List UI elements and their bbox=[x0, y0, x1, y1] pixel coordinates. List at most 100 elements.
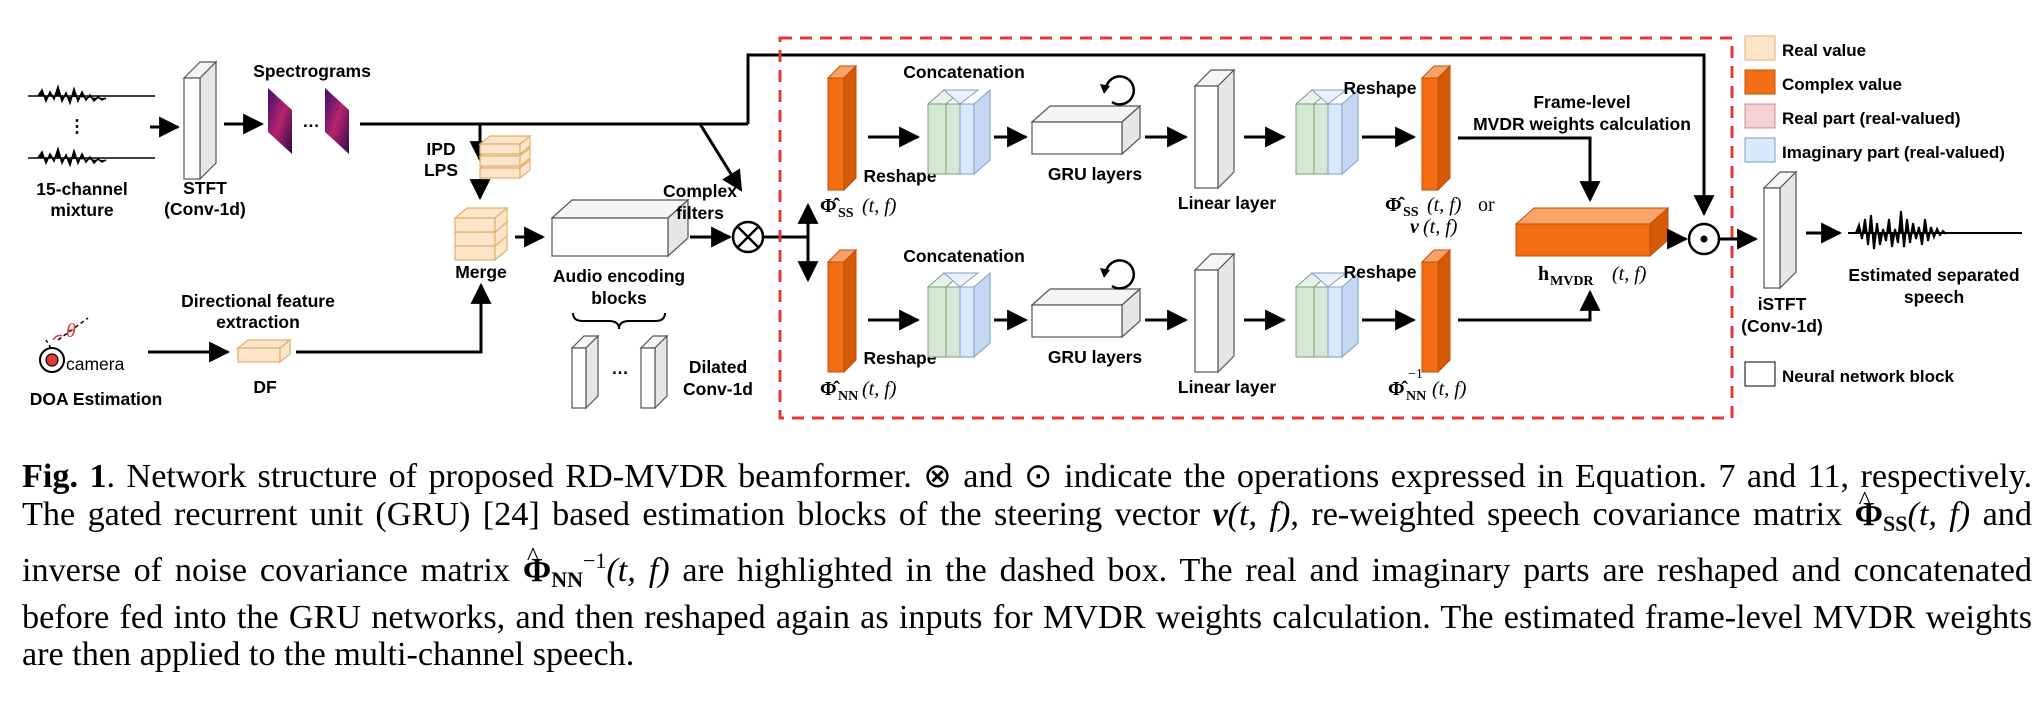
top-out-v: v bbox=[1410, 216, 1420, 238]
line-bypass-to-odot bbox=[746, 53, 1715, 217]
bottom-complex-input-block bbox=[826, 248, 858, 374]
legend-label-complex-value: Complex value bbox=[1782, 75, 1902, 94]
caption-part-4: are highlighted in the dashed box. The r… bbox=[22, 552, 2032, 673]
svg-text:Φ̂: Φ̂ bbox=[820, 378, 841, 400]
bottom-concat-block bbox=[926, 271, 991, 359]
arrow-df-merge bbox=[296, 282, 492, 354]
bottom-reshape-block bbox=[1294, 271, 1359, 359]
caption-ss-subscript: SS bbox=[1882, 510, 1908, 536]
reshape-bot-right: Reshape bbox=[1344, 262, 1417, 282]
istft-label-1: iSTFT bbox=[1758, 294, 1807, 314]
top-out-ss-subscript: SS bbox=[1403, 205, 1419, 220]
caption-part-1: . Network structure of proposed RD-MVDR … bbox=[22, 458, 2032, 533]
top-out-args: (t, f) bbox=[1427, 194, 1462, 216]
istft-block bbox=[1762, 170, 1798, 290]
lps-label: LPS bbox=[424, 160, 458, 180]
phi-ss-args: (t, f) bbox=[862, 195, 897, 217]
phi-nn-args: (t, f) bbox=[862, 378, 897, 400]
caption-part-3: and inverse of noise covariance matrix bbox=[22, 495, 2032, 590]
linear-block-top bbox=[1193, 68, 1236, 190]
mixture-waveform-bottom bbox=[28, 146, 155, 168]
dilated-conv-block-1 bbox=[570, 334, 600, 410]
phi-nn-label: Φ̂ NN (t, f) bbox=[820, 378, 897, 404]
arrow-top-to-h bbox=[1458, 136, 1601, 203]
h-mvdr-args: (t, f) bbox=[1612, 263, 1647, 285]
otimes-operator bbox=[731, 220, 765, 254]
ipd-lps-feature-block bbox=[478, 134, 532, 180]
audio-encoding-label-1: Audio encoding bbox=[553, 266, 685, 286]
gru-block-top bbox=[1030, 104, 1142, 156]
df-feature-block bbox=[236, 338, 292, 364]
doa-label: DOA Estimation bbox=[30, 389, 163, 409]
stft-label-line1: STFT bbox=[183, 178, 227, 198]
spectrogram-2 bbox=[325, 88, 349, 154]
phi-nn-subscript: NN bbox=[838, 389, 858, 404]
istft-label-2: (Conv-1d) bbox=[1741, 316, 1823, 336]
directional-feature-label-2: extraction bbox=[216, 312, 300, 332]
svg-text:Φ̂: Φ̂ bbox=[820, 195, 841, 217]
legend-swatch-nn-block bbox=[1744, 361, 1776, 387]
legend-swatch-real-part bbox=[1744, 103, 1776, 129]
caption-v: v bbox=[1212, 495, 1228, 533]
linear-label-top: Linear layer bbox=[1178, 193, 1276, 213]
h-symbol: h bbox=[1538, 263, 1549, 285]
dilated-conv-block-2 bbox=[639, 334, 669, 410]
gru-recurrent-loop-top bbox=[1104, 75, 1136, 106]
camera-label: camera bbox=[66, 354, 125, 374]
df-label: DF bbox=[253, 377, 277, 397]
reshape-bot-left: Reshape bbox=[864, 348, 937, 368]
complex-filters-label-1: Complex bbox=[663, 181, 737, 201]
phi-ss-label: Φ̂ SS (t, f) bbox=[820, 195, 897, 221]
bottom-output-math: Φ̂ NN −1 (t, f) bbox=[1388, 367, 1467, 404]
audio-encoding-block bbox=[550, 198, 690, 258]
ipd-label: IPD bbox=[426, 139, 455, 159]
linear-block-bot bbox=[1193, 252, 1236, 374]
estimated-label-1: Estimated separated bbox=[1848, 265, 2019, 285]
output-waveform bbox=[1848, 210, 2022, 250]
caption-phi-nn-args: (t, f) bbox=[606, 552, 670, 589]
legend-label-imaginary-part: Imaginary part (real-valued) bbox=[1782, 143, 2005, 162]
theta-symbol: θ bbox=[66, 320, 76, 342]
spectrograms-label: Spectrograms bbox=[253, 61, 371, 81]
spectrogram-1 bbox=[268, 88, 292, 154]
svg-text:Φ̂: Φ̂ bbox=[1388, 378, 1409, 400]
network-diagram: ⋮ 15-channel mixture STFT (Conv-1d) Spec… bbox=[28, 35, 2022, 420]
arrow-spec-to-filters bbox=[698, 123, 743, 192]
legend-swatch-real-value bbox=[1744, 35, 1776, 61]
top-concat-block bbox=[926, 88, 991, 176]
concatenation-top: Concatenation bbox=[903, 62, 1025, 82]
directional-feature-label-1: Directional feature bbox=[181, 291, 335, 311]
gru-label-top: GRU layers bbox=[1048, 164, 1143, 184]
bot-out-nn-subscript: NN bbox=[1406, 389, 1426, 404]
top-out-v-args: (t, f) bbox=[1423, 216, 1458, 238]
bottom-complex-output-block bbox=[1420, 248, 1452, 374]
concatenation-bot: Concatenation bbox=[903, 246, 1025, 266]
h-mvdr-math: h MVDR (t, f) bbox=[1538, 263, 1647, 289]
gru-recurrent-loop-bot bbox=[1104, 259, 1136, 290]
gru-loop-arrowhead-top bbox=[1100, 84, 1110, 94]
caption-v-args: (t, f) bbox=[1227, 495, 1291, 533]
legend-label-nn-block: Neural network block bbox=[1782, 367, 1954, 386]
top-output-math: Φ̂ SS (t, f) or v (t, f) bbox=[1385, 194, 1495, 238]
dilated-dots: … bbox=[611, 358, 629, 378]
caption-phi-ss-args: (t, f) bbox=[1907, 495, 1971, 533]
figure-caption: Fig. 1. Network structure of proposed RD… bbox=[22, 458, 2032, 674]
caption-nn-subscript: NN bbox=[551, 567, 583, 592]
dilated-label-1: Dilated bbox=[689, 357, 747, 377]
h-mvdr-block bbox=[1514, 206, 1670, 258]
spectrogram-dots: … bbox=[302, 111, 320, 131]
encoding-brace bbox=[572, 312, 666, 330]
frame-level-label-1: Frame-level bbox=[1533, 92, 1630, 112]
legend-label-real-value: Real value bbox=[1782, 41, 1866, 60]
bot-out-args: (t, f) bbox=[1432, 378, 1467, 400]
estimated-label-2: speech bbox=[1904, 287, 1964, 307]
top-complex-output-block bbox=[1420, 64, 1452, 192]
h-mvdr-subscript: MVDR bbox=[1550, 274, 1594, 289]
highlight-dashed-box bbox=[778, 36, 1734, 420]
legend: Real value Complex value Real part (real… bbox=[1744, 35, 2005, 387]
caption-phi-nn: Φ bbox=[523, 538, 551, 590]
mixture-label-line1: 15-channel bbox=[36, 179, 127, 199]
arrow-bot-to-h bbox=[1458, 289, 1601, 322]
mixture-label-line2: mixture bbox=[50, 200, 113, 220]
legend-swatch-complex-value bbox=[1744, 69, 1776, 95]
